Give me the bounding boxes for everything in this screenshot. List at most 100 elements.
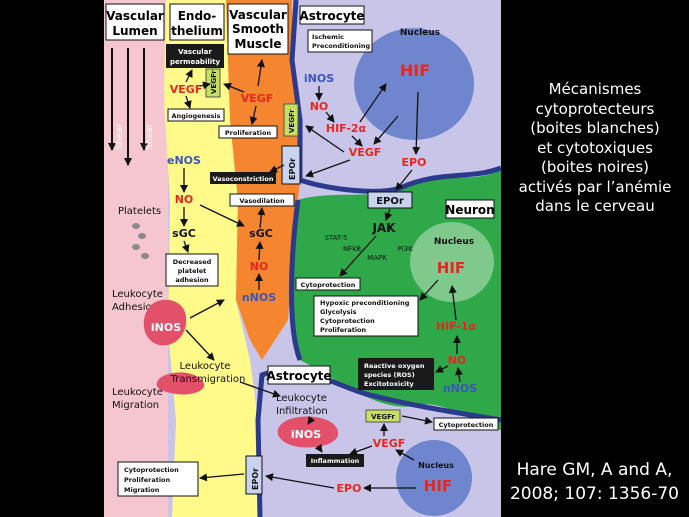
side-caption-line: Mécanismes bbox=[548, 80, 642, 98]
vegf-muscle: VEGF bbox=[241, 92, 274, 105]
no-neuron: NO bbox=[448, 354, 467, 367]
vasodilation-box: Vasodilation bbox=[229, 193, 295, 207]
hif-neuron: HIF bbox=[437, 259, 465, 277]
sgc-endothelium: sGC bbox=[172, 227, 196, 240]
epo-astrocyte-top: EPO bbox=[402, 156, 427, 169]
hif-top: HIF bbox=[400, 61, 430, 80]
svg-text:Excitotoxicity: Excitotoxicity bbox=[364, 380, 414, 388]
svg-text:species (ROS): species (ROS) bbox=[364, 371, 415, 379]
inflammation-box: Inflammation bbox=[306, 454, 364, 467]
vasoconstriction-box: Vasoconstriction bbox=[210, 172, 276, 184]
svg-text:Hypoxic preconditioning: Hypoxic preconditioning bbox=[320, 299, 410, 307]
svg-text:Endo-: Endo- bbox=[178, 9, 217, 23]
svg-text:Muscle: Muscle bbox=[235, 37, 282, 51]
svg-text:Cytoprotection: Cytoprotection bbox=[301, 281, 356, 289]
shear-arrows bbox=[108, 48, 148, 166]
svg-text:Vasodilation: Vasodilation bbox=[239, 197, 285, 205]
platelet-dots bbox=[132, 223, 149, 259]
hif-bottom: HIF bbox=[424, 477, 452, 495]
svg-text:VEGFr: VEGFr bbox=[288, 109, 296, 133]
svg-text:Astrocyte: Astrocyte bbox=[299, 9, 364, 23]
stat5-label: STAT-5 bbox=[324, 234, 347, 242]
svg-text:Inflammation: Inflammation bbox=[311, 457, 360, 465]
proliferation-box: Proliferation bbox=[218, 125, 278, 139]
leukocyte-adhesion-label-2: Adhesion bbox=[112, 302, 158, 313]
svg-text:Smooth: Smooth bbox=[232, 22, 284, 36]
nucleus-label-top: Nucleus bbox=[400, 28, 440, 38]
citation: Hare GM, A and A, 2008; 107: 1356-70 bbox=[500, 458, 689, 506]
sgc-muscle: sGC bbox=[249, 227, 273, 240]
side-caption: Mécanismes cytoprotecteurs (boites blanc… bbox=[505, 80, 685, 217]
inos-astrocyte-top: iNOS bbox=[304, 72, 334, 85]
inos-blob-astrocyte bbox=[277, 416, 339, 448]
nucleus-label-bottom: Nucleus bbox=[418, 461, 454, 470]
hif2a-label: HIF-2α bbox=[326, 122, 367, 135]
svg-text:Vascular: Vascular bbox=[229, 8, 287, 22]
svg-text:Proliferation: Proliferation bbox=[225, 129, 272, 137]
svg-text:thelium: thelium bbox=[171, 24, 223, 38]
astrocyte-nucleus-bottom bbox=[396, 440, 472, 516]
svg-text:Cytoprotection: Cytoprotection bbox=[124, 466, 179, 474]
header-endothelium: Endo- thelium bbox=[169, 3, 225, 41]
shear-label-1: Shear bbox=[115, 124, 125, 150]
svg-text:Vasoconstriction: Vasoconstriction bbox=[212, 175, 273, 183]
svg-text:Vascular: Vascular bbox=[178, 48, 212, 56]
header-astrocyte-top: Astrocyte bbox=[299, 5, 365, 25]
cytoprotection-astrocyte-box: Cytoprotection bbox=[433, 417, 499, 431]
svg-text:Lumen: Lumen bbox=[112, 24, 157, 38]
hif1a-label: HIF-1α bbox=[436, 320, 477, 333]
side-caption-line: (boites noires) bbox=[541, 158, 649, 176]
leukocyte-adhesion-label-1: Leukocyte bbox=[112, 289, 163, 300]
vegfr-muscle-box: VEGFr bbox=[283, 103, 299, 137]
epor-neuron-box: EPOr bbox=[367, 191, 413, 209]
svg-text:Proliferation: Proliferation bbox=[320, 326, 367, 334]
ischemic-preconditioning-box: Ischemic Preconditioning bbox=[307, 29, 373, 53]
svg-text:Decreased: Decreased bbox=[173, 258, 212, 266]
pathway-arrows bbox=[180, 59, 463, 492]
vegfr-astrocyte-bottom-box: VEGFr bbox=[365, 409, 401, 423]
side-caption-line: (boites blanches) bbox=[530, 119, 660, 137]
nnos-muscle: nNOS bbox=[242, 291, 276, 304]
svg-text:Neuron: Neuron bbox=[445, 203, 494, 217]
citation-line: 2008; 107: 1356-70 bbox=[509, 484, 679, 504]
header-neuron: Neuron bbox=[445, 199, 495, 219]
vascular-permeability-box: Vascular permeability bbox=[166, 44, 224, 68]
vegfr-endothelium-box: VEGFr bbox=[205, 68, 221, 98]
leukocyte-migration-label-2: Migration bbox=[112, 400, 159, 411]
vegf-astrocyte-top: VEGF bbox=[349, 146, 382, 159]
svg-text:permeability: permeability bbox=[170, 58, 221, 66]
svg-text:EPOr: EPOr bbox=[288, 158, 297, 180]
svg-text:Glycolysis: Glycolysis bbox=[320, 308, 357, 316]
enos-label: eNOS bbox=[167, 154, 201, 167]
leukocyte-migration-label-1: Leukocyte bbox=[112, 387, 163, 398]
nnos-neuron: nNOS bbox=[443, 382, 477, 395]
svg-text:VEGFr: VEGFr bbox=[371, 413, 395, 421]
svg-text:VEGFr: VEGFr bbox=[210, 70, 218, 94]
epo-astrocyte-bottom: EPO bbox=[337, 482, 362, 495]
svg-text:Cytoprotection: Cytoprotection bbox=[320, 317, 375, 325]
svg-text:Reactive oxygen: Reactive oxygen bbox=[364, 362, 425, 370]
leukocyte-transmigration-label-1: Leukocyte bbox=[180, 361, 231, 372]
side-caption-line: et cytotoxiques bbox=[537, 138, 653, 157]
cytoprotection-proliferation-migration-box: Cytoprotection Proliferation Migration bbox=[117, 461, 199, 497]
svg-text:Vascular: Vascular bbox=[106, 9, 164, 23]
svg-text:Astrocyte: Astrocyte bbox=[266, 369, 331, 383]
shear-label-2: Shear bbox=[145, 124, 155, 150]
epor-muscle-box: EPOr bbox=[281, 145, 301, 185]
pi3k-label: PI3K bbox=[397, 245, 413, 253]
svg-text:adhesion: adhesion bbox=[175, 276, 209, 284]
leukocyte-infiltration-label-2: Infiltration bbox=[276, 406, 328, 417]
epor-bottom-box: EPOr bbox=[245, 455, 263, 495]
mapk-label: MAPK bbox=[367, 254, 387, 262]
platelets-label: Platelets bbox=[118, 206, 161, 217]
svg-text:EPOr: EPOr bbox=[251, 468, 260, 490]
astrocyte-nucleus-top bbox=[354, 28, 474, 140]
inos-label-lumen: iNOS bbox=[151, 321, 181, 334]
side-caption-line: dans le cerveau bbox=[535, 197, 655, 215]
svg-text:Proliferation: Proliferation bbox=[124, 476, 171, 484]
decreased-platelet-adhesion-box: Decreased platelet adhesion bbox=[165, 253, 219, 287]
vascular-lumen-region bbox=[104, 0, 168, 517]
leukocyte-infiltration-label-1: Leukocyte bbox=[276, 393, 327, 404]
hypoxic-preconditioning-box: Hypoxic preconditioning Glycolysis Cytop… bbox=[313, 295, 419, 337]
